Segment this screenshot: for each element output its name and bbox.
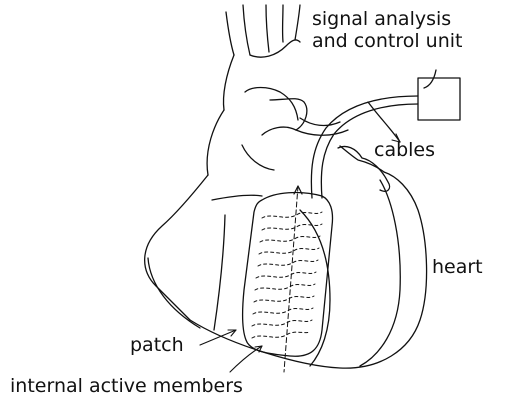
cables-drawing (311, 70, 436, 198)
leader-lines (200, 134, 400, 372)
heart-label: heart (432, 257, 483, 277)
signal-unit-label-line1: signal analysis (312, 9, 451, 29)
patch-leader (200, 330, 236, 345)
signal-unit-label-line2: and control unit (312, 31, 463, 51)
patch-label: patch (130, 335, 184, 355)
heart-outline (145, 146, 427, 368)
internal-members-drawing (252, 186, 322, 372)
internal-members-label: internal active members (10, 376, 243, 396)
cables-label: cables (374, 140, 435, 160)
control-unit-box (418, 78, 460, 120)
